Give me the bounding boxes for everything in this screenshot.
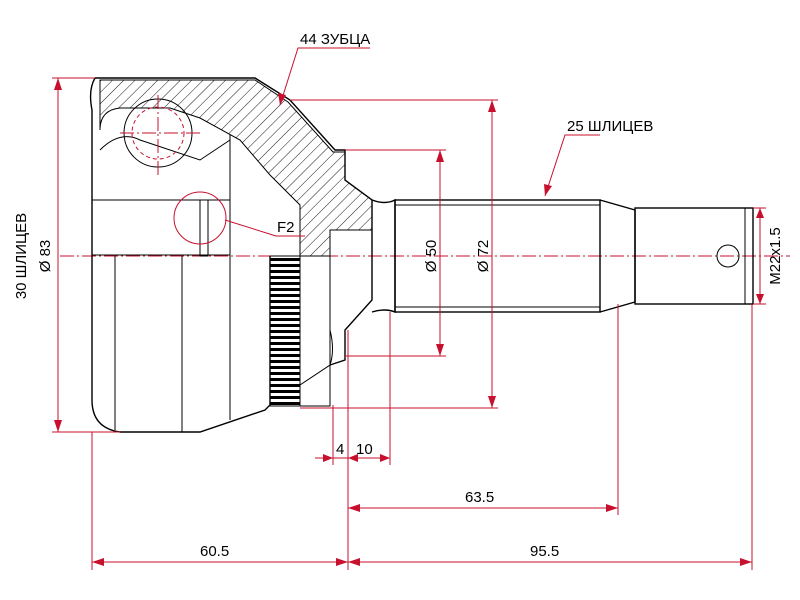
- label-25-splines: 25 ШЛИЦЕВ: [567, 118, 653, 135]
- label-dim-63-5: 63.5: [465, 489, 494, 506]
- leaders: [224, 47, 600, 237]
- dimensions-horizontal: [91, 304, 753, 570]
- detail-f2-circle: [173, 191, 227, 245]
- label-d83: Ø 83: [37, 240, 54, 273]
- stub-shaft: [371, 198, 754, 314]
- label-44-teeth: 44 ЗУБЦА: [300, 31, 370, 48]
- label-dim-95-5: 95.5: [530, 543, 559, 560]
- label-d50: Ø 50: [423, 240, 440, 273]
- abs-ring: [269, 255, 331, 407]
- label-dim-10: 10: [356, 441, 373, 458]
- dimensions-vertical: [52, 77, 766, 433]
- label-thread: M22x1.5: [767, 227, 784, 285]
- label-f2: F2: [277, 219, 295, 236]
- label-dim-60-5: 60.5: [200, 543, 229, 560]
- label-dim-4: 4: [336, 441, 344, 458]
- label-d72: Ø 72: [475, 240, 492, 273]
- label-30-splines: 30 ШЛИЦЕВ: [13, 213, 30, 299]
- outer-housing: [89, 77, 373, 433]
- cotter-pin-hole: [716, 244, 740, 268]
